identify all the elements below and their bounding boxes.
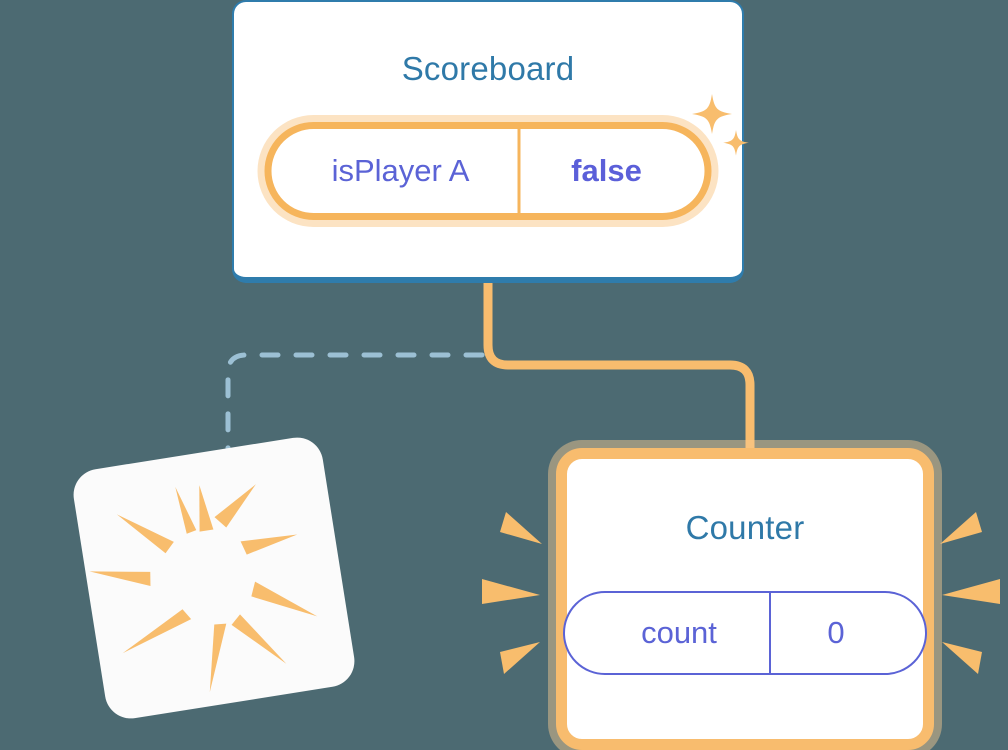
counter-state-value: 0 (827, 615, 845, 650)
scoreboard-title: Scoreboard (401, 50, 575, 87)
pill-divider (769, 593, 771, 673)
counter-title: Counter (685, 509, 805, 546)
scoreboard-state-value: false (571, 153, 642, 188)
counter-card[interactable]: Counter count 0 (556, 448, 934, 750)
burst-ray (240, 534, 298, 555)
scoreboard-card[interactable]: Scoreboard isPlayer A false (232, 0, 749, 283)
counter-ray (942, 579, 1000, 604)
connector-solid-to-counter (483, 283, 755, 460)
burst-ray (214, 484, 256, 528)
counter-ray (940, 512, 982, 544)
counter-pill-wrap: count 0 (563, 591, 927, 675)
counter-rays-right (940, 512, 1000, 674)
counter-ray (500, 642, 540, 674)
burst-card[interactable] (69, 433, 359, 723)
scoreboard-state-pill[interactable]: isPlayer A false (264, 122, 712, 220)
pill-divider (517, 129, 521, 213)
scoreboard-pill-wrap: isPlayer A false (264, 122, 712, 220)
counter-ray (482, 579, 540, 604)
burst-ray (209, 623, 227, 693)
burst-ray (89, 571, 151, 587)
burst-ray (251, 581, 318, 617)
counter-ray (500, 512, 542, 544)
counter-state-key: count (641, 615, 717, 650)
counter-state-pill[interactable]: count 0 (563, 591, 927, 675)
burst-rays-group (89, 484, 318, 693)
burst-ray (199, 485, 214, 532)
burst-ray (122, 609, 192, 654)
counter-rays-left (482, 512, 542, 674)
burst-ray (116, 514, 174, 554)
counter-ray (942, 642, 982, 674)
sparkle-small-icon (723, 130, 749, 156)
burst-ray (231, 614, 287, 664)
burst-ray (175, 486, 197, 534)
scoreboard-state-key: isPlayer A (331, 153, 470, 188)
